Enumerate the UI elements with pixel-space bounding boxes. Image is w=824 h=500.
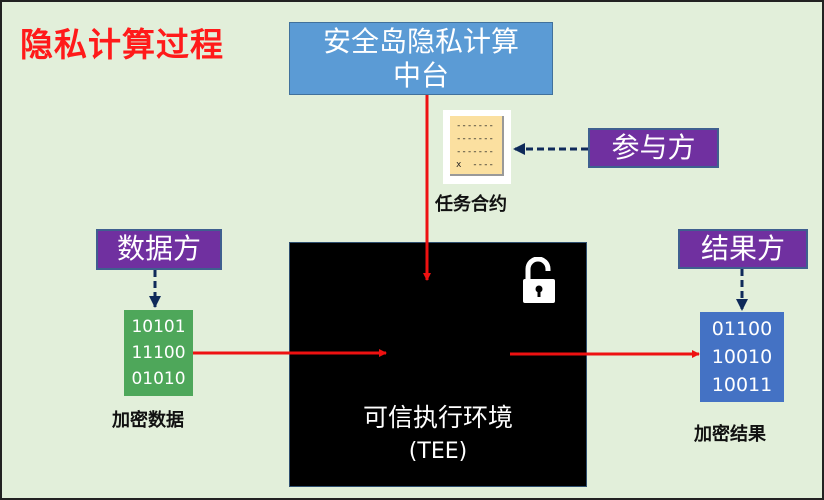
diagram-title: 隐私计算过程: [20, 25, 224, 64]
tee-box: 可信执行环境 (TEE): [289, 242, 587, 487]
contract-document-icon: ------- ------- ------- x ----: [443, 110, 511, 184]
participant-box: 参与方: [588, 128, 719, 168]
encrypted-result-label: 加密结果: [694, 424, 766, 445]
data-bits: 11100: [131, 343, 186, 363]
contract-document-body: ------- ------- ------- x ----: [450, 116, 504, 176]
contract-line: -------: [456, 121, 494, 131]
encrypted-result-box: 01100 10010 10011: [700, 312, 784, 402]
tee-abbr: (TEE): [408, 439, 468, 464]
tee-name: 可信执行环境: [362, 403, 513, 432]
result-bits: 10010: [711, 346, 773, 368]
contract-line: x ----: [456, 160, 494, 170]
contract-line: -------: [456, 147, 494, 157]
encrypted-data-box: 10101 11100 01010: [124, 310, 193, 396]
contract-line: -------: [456, 134, 494, 144]
platform-line1: 安全岛隐私计算: [322, 25, 519, 58]
data-bits: 01010: [131, 369, 186, 389]
unlocked-padlock-icon: [523, 257, 555, 303]
data-provider-box: 数据方: [96, 229, 222, 270]
result-bits: 01100: [711, 318, 773, 340]
result-party-box: 结果方: [678, 229, 808, 269]
data-bits: 10101: [131, 317, 186, 337]
encrypted-data-label: 加密数据: [112, 410, 184, 431]
platform-line2: 中台: [392, 59, 449, 92]
platform-box: 安全岛隐私计算 中台: [289, 22, 553, 95]
contract-label: 任务合约: [435, 194, 507, 215]
result-bits: 10011: [711, 374, 773, 396]
